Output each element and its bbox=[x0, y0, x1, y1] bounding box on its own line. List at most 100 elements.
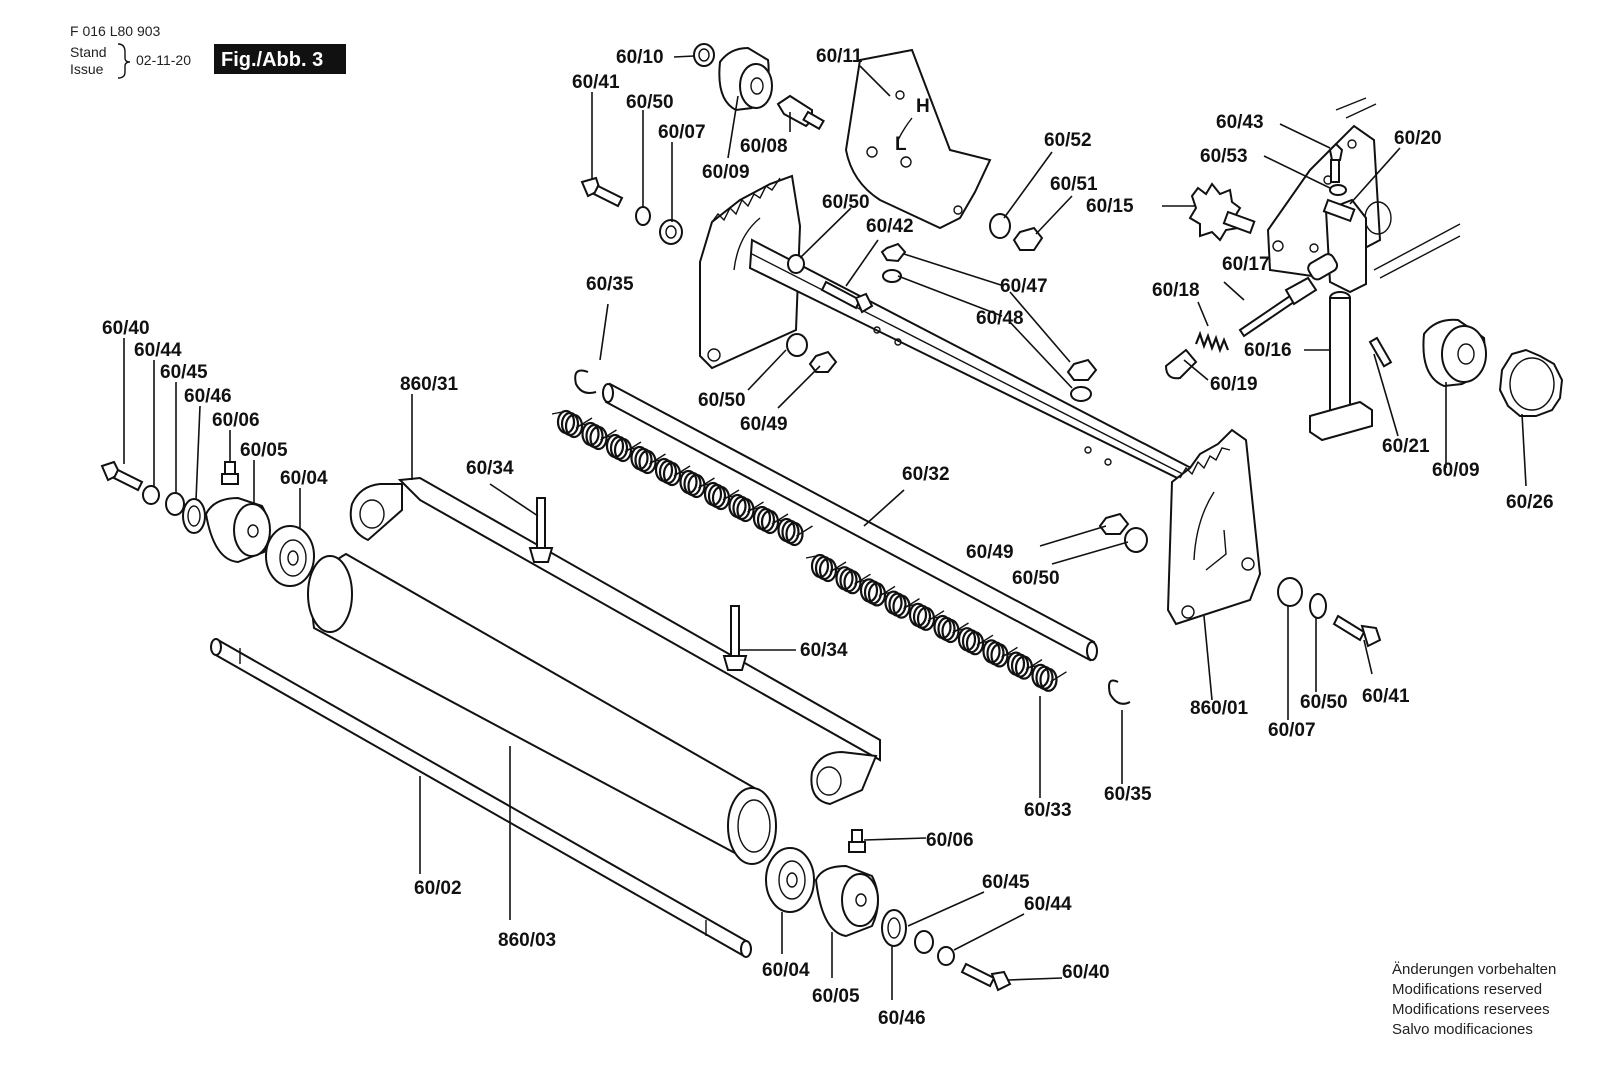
spring-row-lower bbox=[805, 553, 1067, 692]
label-60-51: 60/51 bbox=[1050, 174, 1098, 195]
washer-icon bbox=[914, 930, 934, 954]
roller-axle bbox=[210, 638, 752, 958]
doc-number: F 016 L80 903 bbox=[70, 23, 161, 39]
coil-spring bbox=[830, 566, 871, 595]
springs-and-rod bbox=[551, 369, 1131, 705]
right-end-parts bbox=[765, 829, 1012, 992]
height-adjuster-assembly bbox=[1164, 97, 1564, 442]
label-60-46-b: 60/46 bbox=[878, 1008, 926, 1029]
label-860-03: 860/03 bbox=[498, 930, 556, 951]
stud-icon bbox=[536, 497, 546, 555]
label-60-07-b: 60/07 bbox=[1268, 720, 1316, 741]
nut-icon bbox=[1012, 226, 1044, 251]
note-de: Änderungen vorbehalten bbox=[1392, 961, 1556, 978]
coil-spring bbox=[747, 505, 789, 535]
pin-icon bbox=[1368, 336, 1393, 368]
label-60-45: 60/45 bbox=[160, 362, 208, 383]
label-60-44: 60/44 bbox=[134, 340, 182, 361]
washer-icon bbox=[1070, 386, 1092, 402]
coil-spring bbox=[1001, 651, 1043, 680]
coil-spring bbox=[625, 445, 666, 475]
height-lever-plate: H L bbox=[844, 48, 992, 230]
label-60-52: 60/52 bbox=[1044, 130, 1092, 151]
label-60-17: 60/17 bbox=[1222, 254, 1270, 275]
label-60-07: 60/07 bbox=[658, 122, 706, 143]
spring-row-upper bbox=[551, 409, 813, 547]
label-60-49: 60/49 bbox=[740, 414, 788, 435]
label-60-04: 60/04 bbox=[280, 468, 328, 489]
label-60-44-b: 60/44 bbox=[1024, 894, 1072, 915]
label-60-16: 60/16 bbox=[1244, 340, 1292, 361]
note-fr: Modifications reservees bbox=[1392, 1001, 1550, 1018]
brace-icon bbox=[117, 43, 131, 79]
ring-icon bbox=[881, 909, 907, 947]
bearing-icon bbox=[265, 525, 315, 587]
adjuster-post bbox=[1329, 297, 1351, 417]
label-60-48: 60/48 bbox=[976, 308, 1024, 329]
label-60-49-b: 60/49 bbox=[966, 542, 1014, 563]
issue-date: 02-11-20 bbox=[136, 52, 191, 68]
leader-lines bbox=[123, 55, 1527, 1000]
label-60-21: 60/21 bbox=[1382, 436, 1430, 457]
label-60-20: 60/20 bbox=[1394, 128, 1442, 149]
coil-spring bbox=[600, 433, 642, 463]
doc-header: F 016 L80 903 Stand Issue 02-11-20 Fig./… bbox=[70, 23, 346, 79]
label-60-32: 60/32 bbox=[902, 464, 950, 485]
washer-icon bbox=[142, 485, 160, 505]
roller-drum bbox=[307, 552, 777, 865]
label-60-53: 60/53 bbox=[1200, 146, 1248, 167]
circlip-icon bbox=[693, 43, 715, 67]
label-60-15: 60/15 bbox=[1086, 196, 1134, 217]
label-60-50-d: 60/50 bbox=[1012, 568, 1060, 589]
mark-low: L bbox=[895, 134, 907, 155]
frame-fasteners bbox=[786, 213, 1382, 648]
label-60-04-b: 60/04 bbox=[762, 960, 810, 981]
coil-spring bbox=[854, 578, 896, 607]
label-60-05-b: 60/05 bbox=[812, 986, 860, 1007]
label-860-31: 860/31 bbox=[400, 374, 459, 395]
label-60-40-b: 60/40 bbox=[1062, 962, 1110, 983]
coil-spring bbox=[576, 421, 617, 451]
washer-icon bbox=[1329, 184, 1347, 196]
label-60-35: 60/35 bbox=[586, 274, 634, 295]
coil-spring bbox=[551, 409, 593, 439]
ring-icon bbox=[182, 498, 206, 534]
top-left-parts bbox=[580, 43, 825, 245]
screw-icon bbox=[1328, 142, 1344, 161]
label-60-10: 60/10 bbox=[616, 47, 664, 68]
label-60-34: 60/34 bbox=[466, 458, 514, 479]
label-60-40: 60/40 bbox=[102, 318, 150, 339]
label-60-34-b: 60/34 bbox=[800, 640, 848, 661]
coil-spring bbox=[698, 481, 740, 511]
label-60-18: 60/18 bbox=[1152, 280, 1200, 301]
cutter-bracket bbox=[349, 476, 881, 806]
label-60-50-b: 60/50 bbox=[822, 192, 870, 213]
washer-icon bbox=[787, 254, 805, 274]
knob-icon bbox=[1498, 348, 1564, 417]
stud-icon bbox=[730, 605, 740, 663]
left-end-parts bbox=[100, 460, 315, 587]
washer-icon bbox=[1309, 593, 1327, 619]
coil-spring bbox=[772, 517, 813, 547]
modification-notes: Änderungen vorbehalten Modifications res… bbox=[1392, 961, 1556, 1038]
figure-label-box bbox=[214, 44, 346, 74]
nut-icon bbox=[880, 242, 907, 263]
washer-icon bbox=[989, 213, 1011, 239]
coil-spring bbox=[649, 457, 691, 487]
coil-spring bbox=[879, 590, 920, 619]
coil-spring bbox=[674, 469, 715, 499]
label-60-06-b: 60/06 bbox=[926, 830, 974, 851]
bolt-icon bbox=[820, 280, 862, 310]
spring-icon bbox=[1194, 330, 1230, 354]
threaded-rod-icon bbox=[1238, 294, 1296, 338]
circlip-icon bbox=[1108, 679, 1131, 705]
part-labels: 60/10 60/41 60/50 60/07 60/09 60/08 60/1… bbox=[102, 46, 1554, 1029]
washer-icon bbox=[882, 269, 902, 283]
label-60-50-c: 60/50 bbox=[698, 390, 746, 411]
label-60-09-b: 60/09 bbox=[1432, 460, 1480, 481]
label-60-08: 60/08 bbox=[740, 136, 788, 157]
circlip-icon bbox=[574, 369, 597, 394]
frame-side-plate-left bbox=[699, 174, 1224, 502]
bolt-icon bbox=[1332, 614, 1366, 642]
